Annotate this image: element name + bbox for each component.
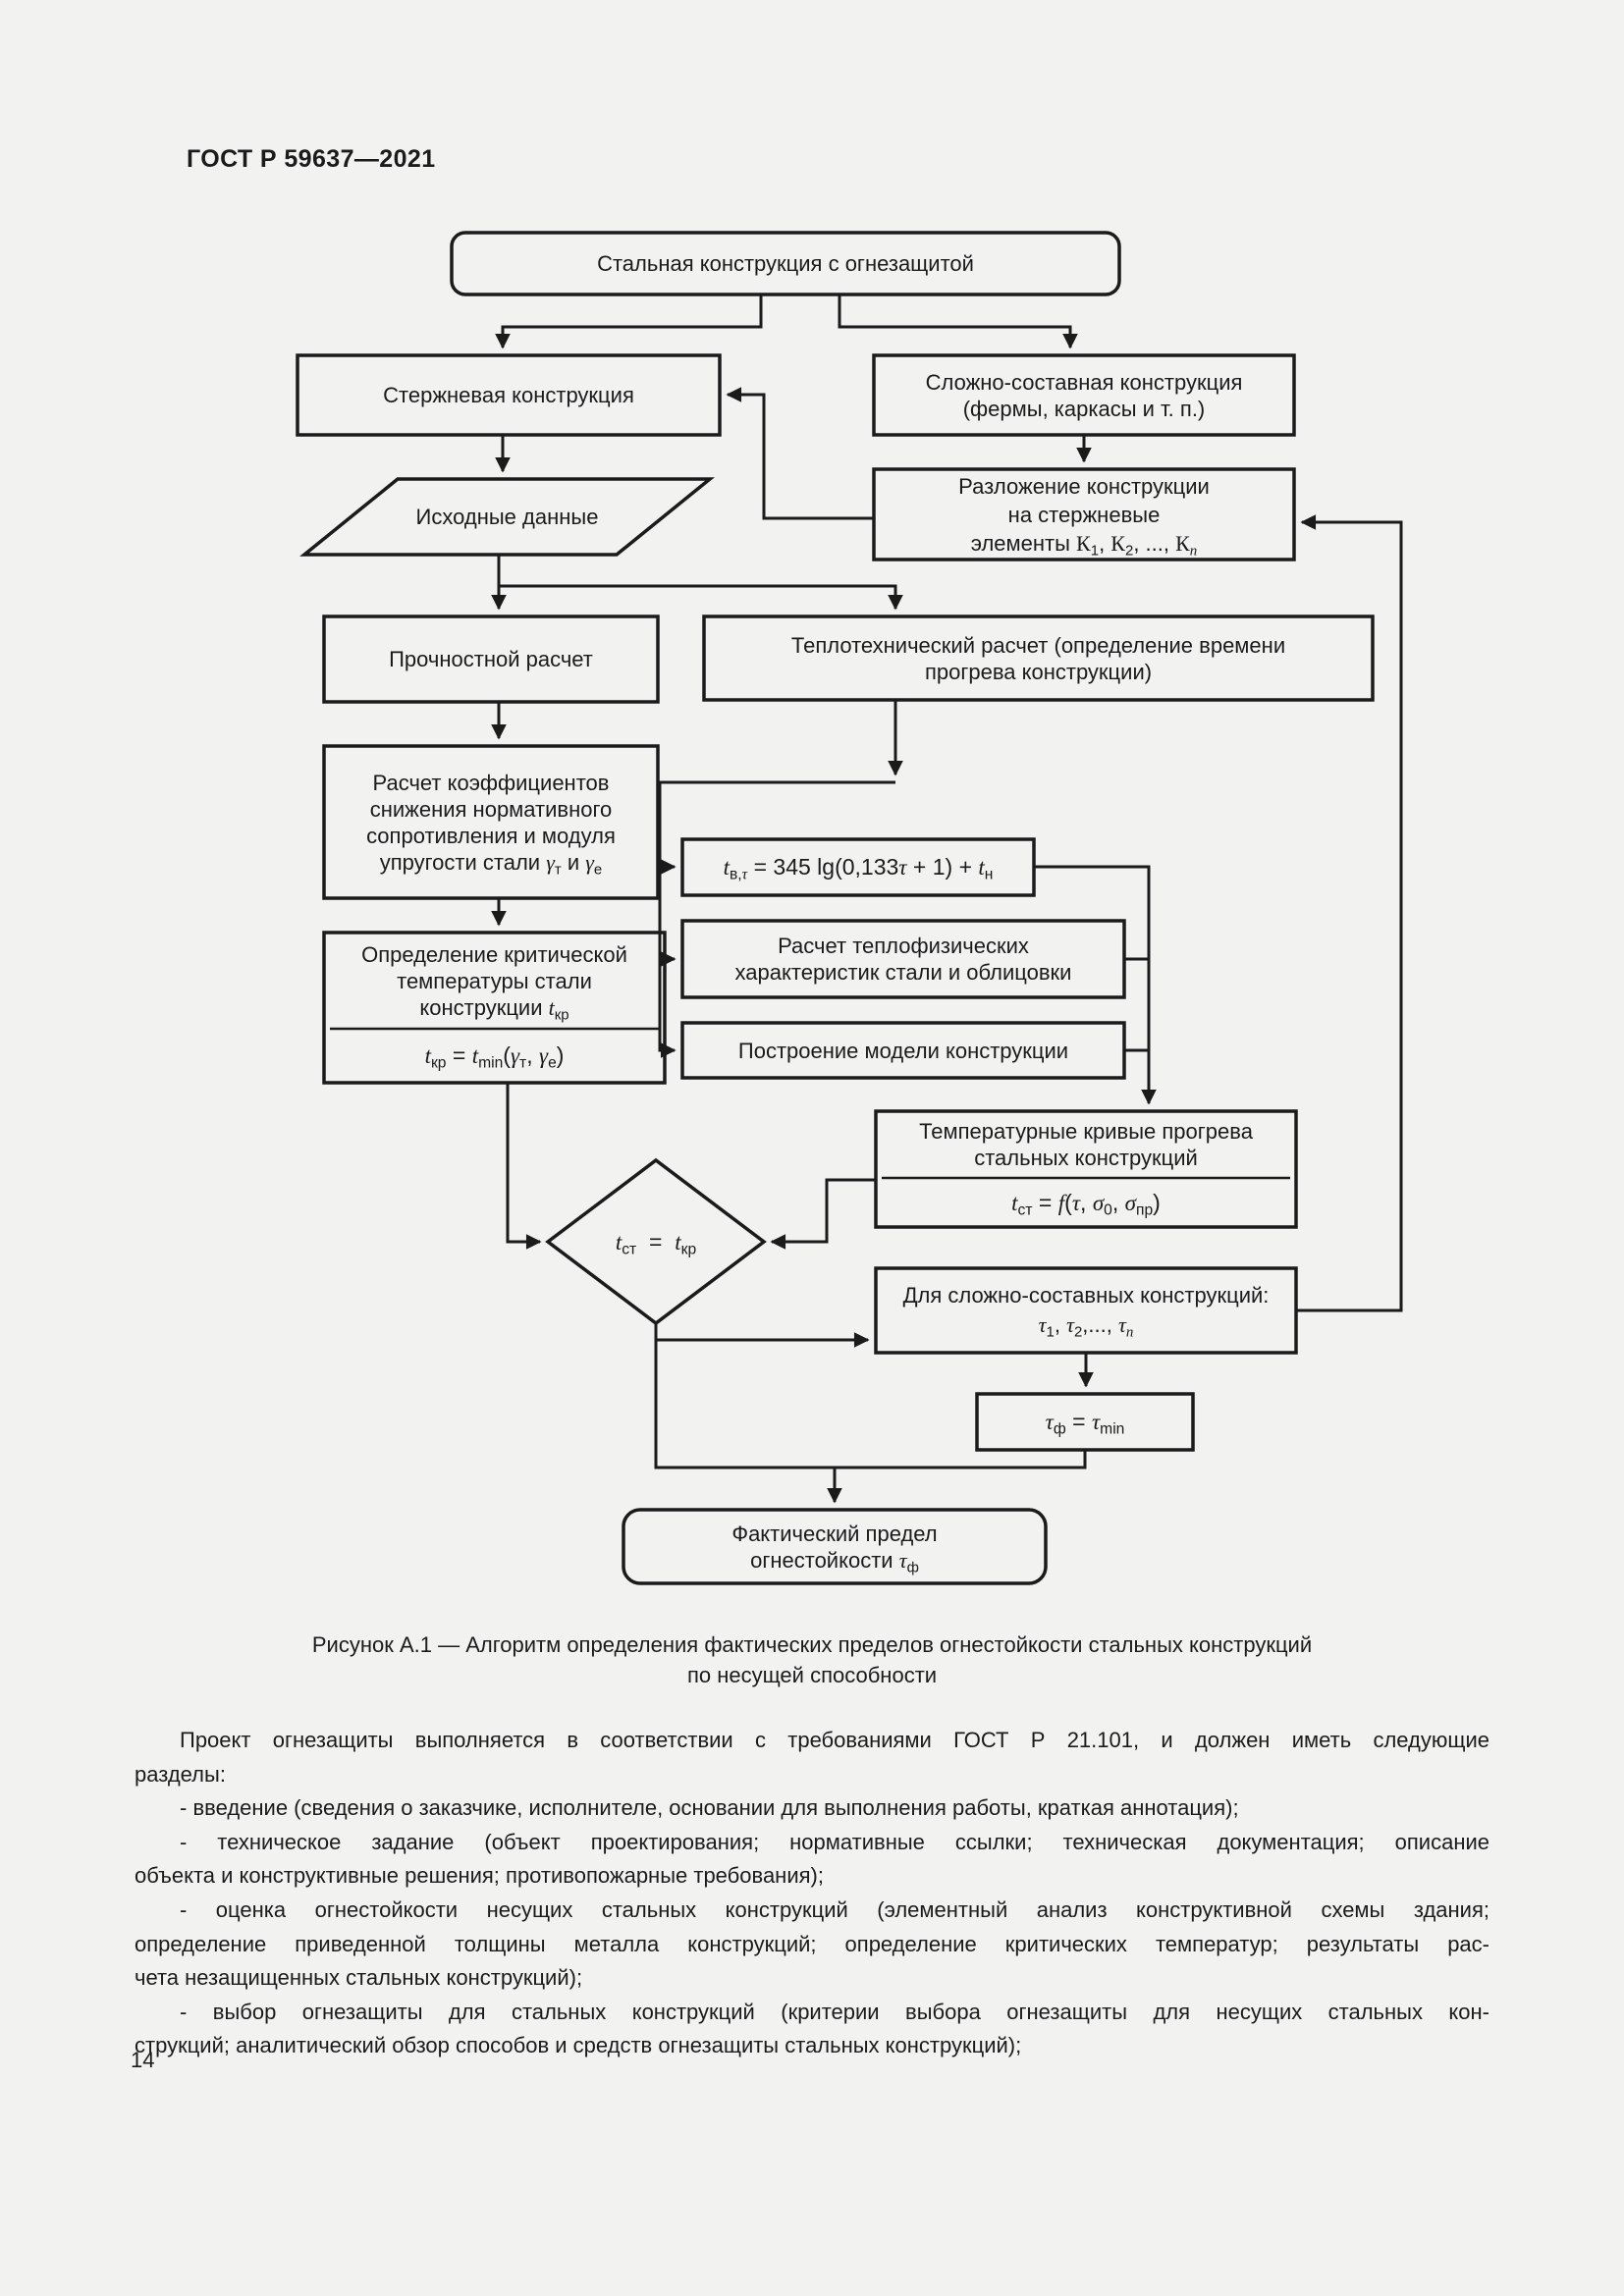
curves-formula-text: tст = f(τ, σ0, σпр) (1011, 1189, 1161, 1219)
node-heating-formula (680, 837, 1036, 897)
body-line: разделы: (135, 1761, 226, 1787)
body-line: определение приведенной толщины металла … (135, 1931, 1489, 1956)
body-line: объекта и конструктивные решения; против… (135, 1863, 824, 1889)
node-thermal-calc (702, 614, 1375, 702)
composite-calc-text: Для сложно-составных конструкций:τ1, τ2,… (902, 1283, 1270, 1341)
label-steel-structure: Стальная конструкция с огнезащитой (597, 251, 974, 276)
node-temp-curves (874, 1109, 1298, 1229)
body-line: чета незащищенных стальных конструкций); (135, 1965, 583, 1991)
figure-caption: Рисунок А.1 — Алгоритм определения факти… (0, 1629, 1624, 1690)
figure-caption-line2: по несущей способности (686, 1663, 938, 1687)
label-composite-calc: Для сложно-составных конструкций:τ1, τ2,… (876, 1268, 1296, 1353)
edge-critical-to-diamond (506, 1083, 542, 1250)
label-curves-formula: tст = f(τ, σ0, σпр) (876, 1178, 1296, 1227)
edge-input-to-thermal (497, 555, 903, 611)
body-line: - введение (сведения о заказчике, исполн… (180, 1795, 1239, 1821)
node-decision-diamond (545, 1157, 767, 1326)
label-heating-formula: tв,τ = 345 lg(0,133τ + 1) + tн (682, 839, 1034, 895)
tau-formula-text: τф = τmin (1045, 1409, 1125, 1438)
body-line: - выбор огнезащиты для стальных конструк… (180, 1999, 1489, 2024)
node-rod-structure (296, 353, 722, 437)
page-number: 14 (131, 2048, 155, 2072)
label-input-data: Исходные данные (415, 505, 599, 529)
label-strength-calc: Прочностной расчет (389, 647, 593, 671)
node-final-limit (622, 1508, 1048, 1585)
node-composite-calc (874, 1266, 1298, 1355)
body-line: струкций; аналитический обзор способов и… (135, 2033, 1022, 2058)
body-line: Проект огнезащиты выполняется в соответс… (180, 1728, 1489, 1752)
node-tau-min (975, 1392, 1195, 1452)
document-header: ГОСТ Р 59637—2021 (187, 145, 436, 173)
body-line: - оценка огнестойкости несущих стальных … (180, 1896, 1489, 1922)
thermal-text: Теплотехнический расчет (определение вре… (790, 632, 1286, 684)
body-line: - техническое задание (объект проектиров… (180, 1829, 1489, 1854)
edge-top-to-composite (838, 294, 1078, 349)
edge-top-to-rod (495, 294, 763, 349)
body-text: Проект огнезащиты выполняется в соответс… (135, 1724, 1489, 2063)
composite-text: Сложно-составная конструкция(фермы, карк… (925, 369, 1243, 421)
node-input-data (299, 477, 715, 557)
label-composite-structure: Сложно-составная конструкция(фермы, карк… (874, 355, 1294, 435)
edge-collector-to-curves (1034, 865, 1157, 1105)
label-thermal-calc: Теплотехнический расчет (определение вре… (704, 616, 1373, 700)
node-critical-temp (322, 931, 667, 1085)
flowchart-canvas (296, 231, 1403, 1585)
heating-formula-text: tв,τ = 345 lg(0,133τ + 1) + tн (723, 854, 994, 883)
edge-diamond-down (654, 1323, 1087, 1469)
label-model-build: Построение модели конструкции (737, 1038, 1069, 1063)
node-decomposition (872, 467, 1296, 561)
label-tau-min: τф = τmin (977, 1394, 1193, 1450)
decision-text: tст = tкр (615, 1228, 697, 1258)
edge-feedback-loop (1296, 514, 1403, 1312)
node-model-build (680, 1021, 1126, 1080)
label-critical-formula: tкр = tmin(γт, γе) (324, 1029, 665, 1083)
edge-curves-to-diamond (770, 1178, 876, 1250)
node-steel-structure (450, 231, 1121, 296)
edge-decompose-to-rod (726, 387, 874, 520)
label-decision: tст = tкр (548, 1160, 764, 1323)
critical-formula-text: tкр = tmin(γт, γе) (424, 1042, 565, 1072)
node-strength-calc (322, 614, 660, 704)
label-rod-structure: Стержневая конструкция (383, 383, 634, 407)
node-coeff-calc (322, 744, 660, 900)
edge-trunk-to-model (658, 780, 895, 1058)
figure-caption-line1: Рисунок А.1 — Алгоритм определения факти… (311, 1632, 1313, 1657)
